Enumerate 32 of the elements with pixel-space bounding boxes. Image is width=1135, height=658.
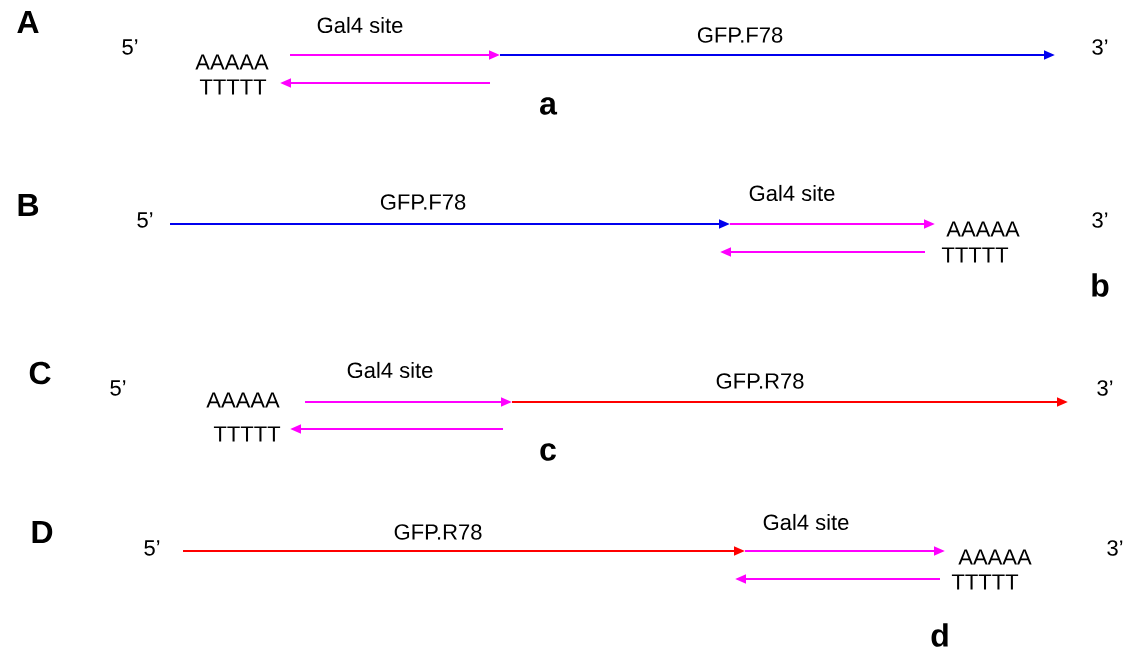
panel-sublabel: c <box>540 443 556 461</box>
strand-end-label: 5’ <box>137 212 153 228</box>
primer-label: Gal4 site <box>749 184 835 202</box>
strand-end-label: 5’ <box>122 39 138 55</box>
sequence-label: AAAAA <box>946 221 1020 237</box>
panel-letter: B <box>18 194 39 216</box>
sequence-label: TTTTT <box>941 247 1009 263</box>
sequence-label: TTTTT <box>213 426 281 442</box>
sequence-label: TTTTT <box>199 79 267 95</box>
panel-sublabel: a <box>540 97 558 115</box>
sequence-label: AAAAA <box>206 392 280 408</box>
panel-letter: A <box>17 11 39 33</box>
primer-label: Gal4 site <box>763 513 849 531</box>
panel-sublabel: b <box>1092 273 1109 297</box>
panel-letter: D <box>32 521 53 543</box>
strand-end-label: 3’ <box>1092 39 1108 55</box>
strand-end-label: 3’ <box>1097 380 1113 396</box>
primer-label: GFP.F78 <box>697 27 783 43</box>
sequence-label: AAAAA <box>195 54 269 70</box>
primer-label: GFP.F78 <box>380 194 466 210</box>
strand-end-label: 5’ <box>144 540 160 556</box>
strand-end-label: 3’ <box>1092 212 1108 228</box>
panel-sublabel: d <box>931 623 948 647</box>
strand-end-label: 5’ <box>110 380 126 396</box>
sequence-label: AAAAA <box>958 549 1032 565</box>
primer-label: Gal4 site <box>347 361 433 379</box>
primer-label: GFP.R78 <box>716 373 804 389</box>
primer-label: Gal4 site <box>317 16 403 34</box>
strand-end-label: 3’ <box>1107 540 1123 556</box>
sequence-label: TTTTT <box>951 574 1019 590</box>
primer-label: GFP.R78 <box>394 524 482 540</box>
panel-letter: C <box>29 361 51 385</box>
